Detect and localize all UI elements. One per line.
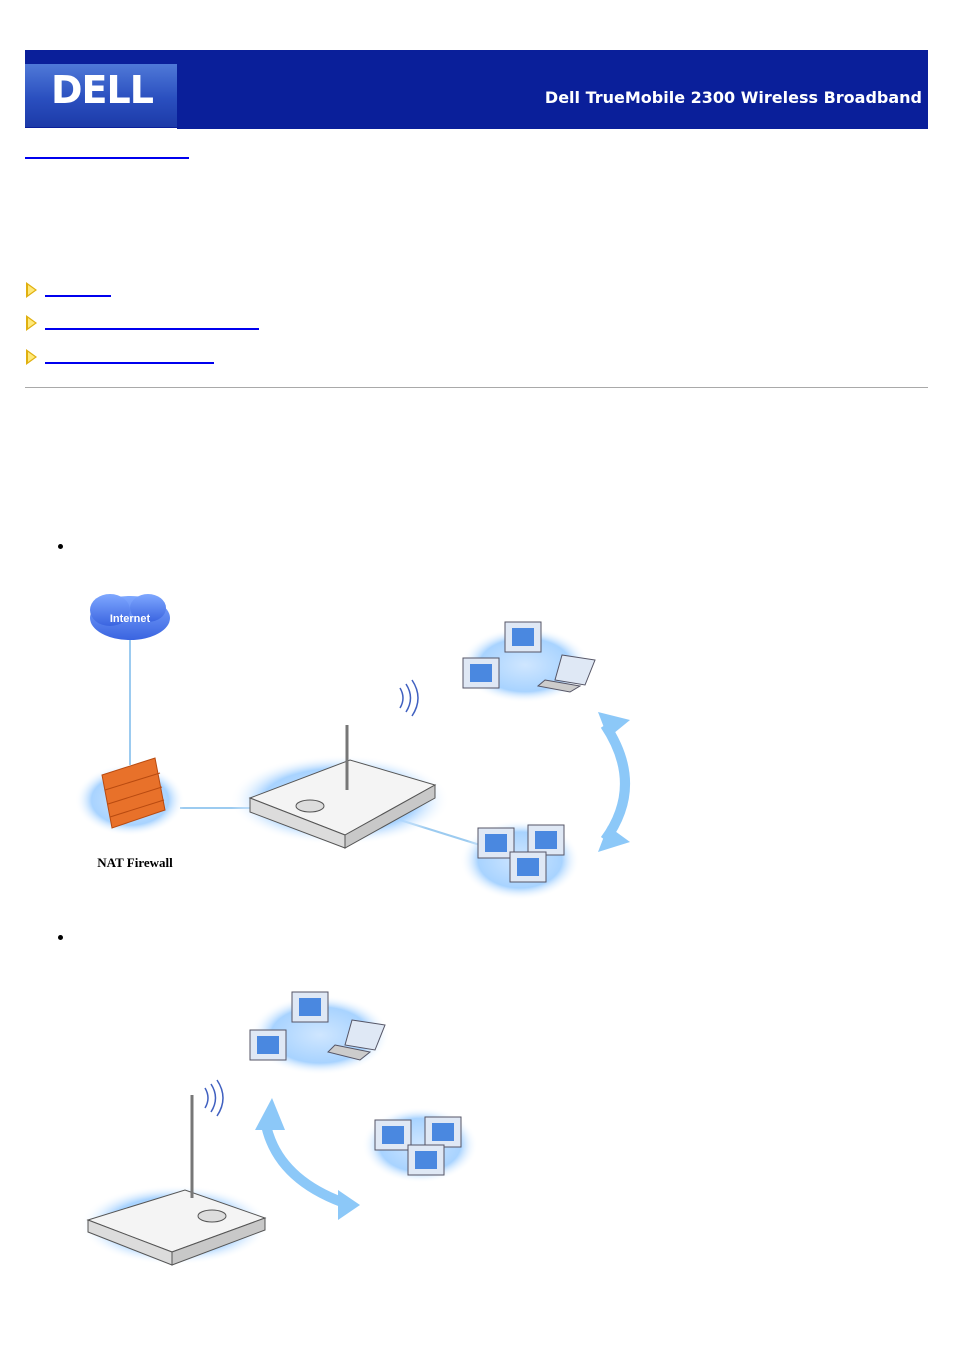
access-point-icon — [86, 1095, 267, 1266]
network-diagram-gateway: Internet NAT Firewall — [75, 594, 630, 900]
nav-link-1[interactable] — [45, 295, 111, 297]
divider — [25, 387, 928, 388]
arrow-right-icon — [26, 315, 37, 331]
logo-text: DELL — [51, 68, 154, 112]
computer-icon — [291, 991, 329, 1023]
arrow-right-icon — [26, 282, 37, 298]
header-banner: DELL Dell TrueMobile 2300 Wireless Broad… — [25, 50, 928, 130]
computer-icon — [477, 827, 515, 859]
nav-link-3[interactable] — [45, 362, 214, 364]
firewall-icon — [101, 757, 166, 829]
nav-item-3[interactable] — [26, 349, 214, 365]
computer-icon — [424, 1116, 462, 1148]
router-icon — [248, 725, 437, 849]
laptop-icon — [536, 654, 596, 693]
computer-icon — [249, 1029, 287, 1061]
arrow-right-icon — [26, 349, 37, 365]
laptop-icon — [327, 1019, 386, 1061]
computer-icon — [504, 621, 542, 653]
internet-cloud-icon: Internet — [90, 594, 170, 640]
wireless-signal-icon — [399, 679, 419, 717]
nav-item-2[interactable] — [26, 315, 259, 331]
back-to-contents-link[interactable] — [25, 157, 189, 159]
nav-link-2[interactable] — [45, 328, 259, 330]
computer-icon — [374, 1119, 412, 1151]
nav-item-1[interactable] — [26, 282, 111, 298]
computer-icon — [407, 1144, 445, 1176]
product-title: Dell TrueMobile 2300 Wireless Broadband — [544, 88, 922, 107]
computer-icon — [462, 657, 500, 689]
logo-underline — [25, 128, 177, 130]
computer-icon — [527, 824, 565, 856]
dell-logo: DELL — [25, 64, 177, 127]
internet-label: Internet — [110, 613, 151, 625]
wireless-signal-icon — [204, 1079, 224, 1117]
list-bullet — [58, 544, 63, 549]
list-bullet — [58, 935, 63, 940]
firewall-label: NAT Firewall — [97, 855, 173, 870]
computer-icon — [509, 851, 547, 883]
network-diagram-access-point — [80, 991, 478, 1266]
